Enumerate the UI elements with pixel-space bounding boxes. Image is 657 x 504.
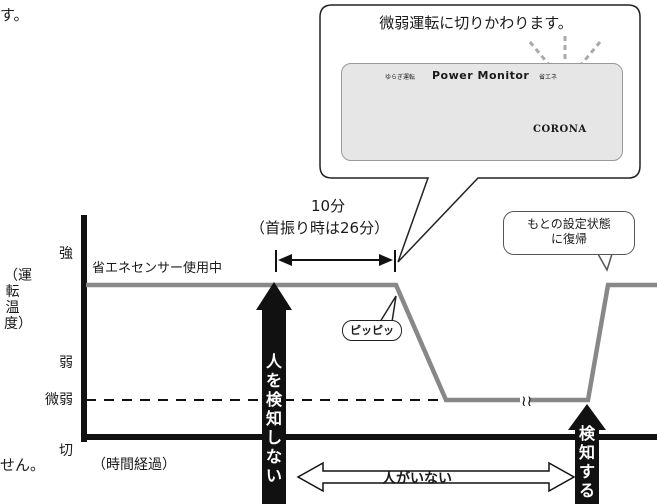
arrow-detect <box>568 404 606 504</box>
interval-arrowhead-left <box>278 254 292 266</box>
interval-note: （首振り時は26分） <box>250 219 390 237</box>
interval-label: 10分 <box>311 197 346 215</box>
temperature-line-resume <box>530 282 657 403</box>
beep-bubble-tail <box>378 295 397 323</box>
callout-title: 微弱運転に切りかわります。 <box>379 14 573 32</box>
y-tick-strong: 強 <box>59 246 73 262</box>
x-axis-title: （時間経過） <box>92 457 176 473</box>
beep-label: ピッピッ <box>342 320 402 341</box>
panel-title: Power Monitor <box>432 69 530 82</box>
page-text-top: す。 <box>0 6 29 24</box>
y-tick-off: 切 <box>59 443 73 459</box>
arrow-detect-text: 検知する <box>578 424 595 500</box>
mode-label: 省エネセンサー使用中 <box>92 261 223 276</box>
restore-bubble: もとの設定状態 に復帰 <box>503 211 635 255</box>
panel-left-label: ゆらぎ運転 <box>385 74 416 81</box>
panel-brand: CORONA <box>533 124 587 135</box>
arrow-no-detect-text: 人を検知しない <box>265 352 282 485</box>
break-mark: ≀≀ <box>521 392 532 410</box>
y-axis-title: （運転温度） <box>4 268 32 332</box>
y-tick-very-weak: 微弱 <box>45 392 73 408</box>
restore-bubble-tail <box>596 253 614 272</box>
no-person-arrow <box>296 461 576 493</box>
no-person-label: 人がいない <box>382 471 452 487</box>
y-tick-weak: 弱 <box>59 355 73 371</box>
control-panel <box>341 63 623 161</box>
restore-bubble-line1: もとの設定状態 <box>527 217 611 231</box>
panel-right-label: 省エネ <box>539 74 558 81</box>
interval-arrowhead-right <box>379 254 393 266</box>
temperature-line <box>86 282 520 403</box>
arrow-no-detect <box>256 282 292 504</box>
page-text-bottom: せん。 <box>0 456 46 474</box>
restore-bubble-line2: に復帰 <box>550 232 587 246</box>
